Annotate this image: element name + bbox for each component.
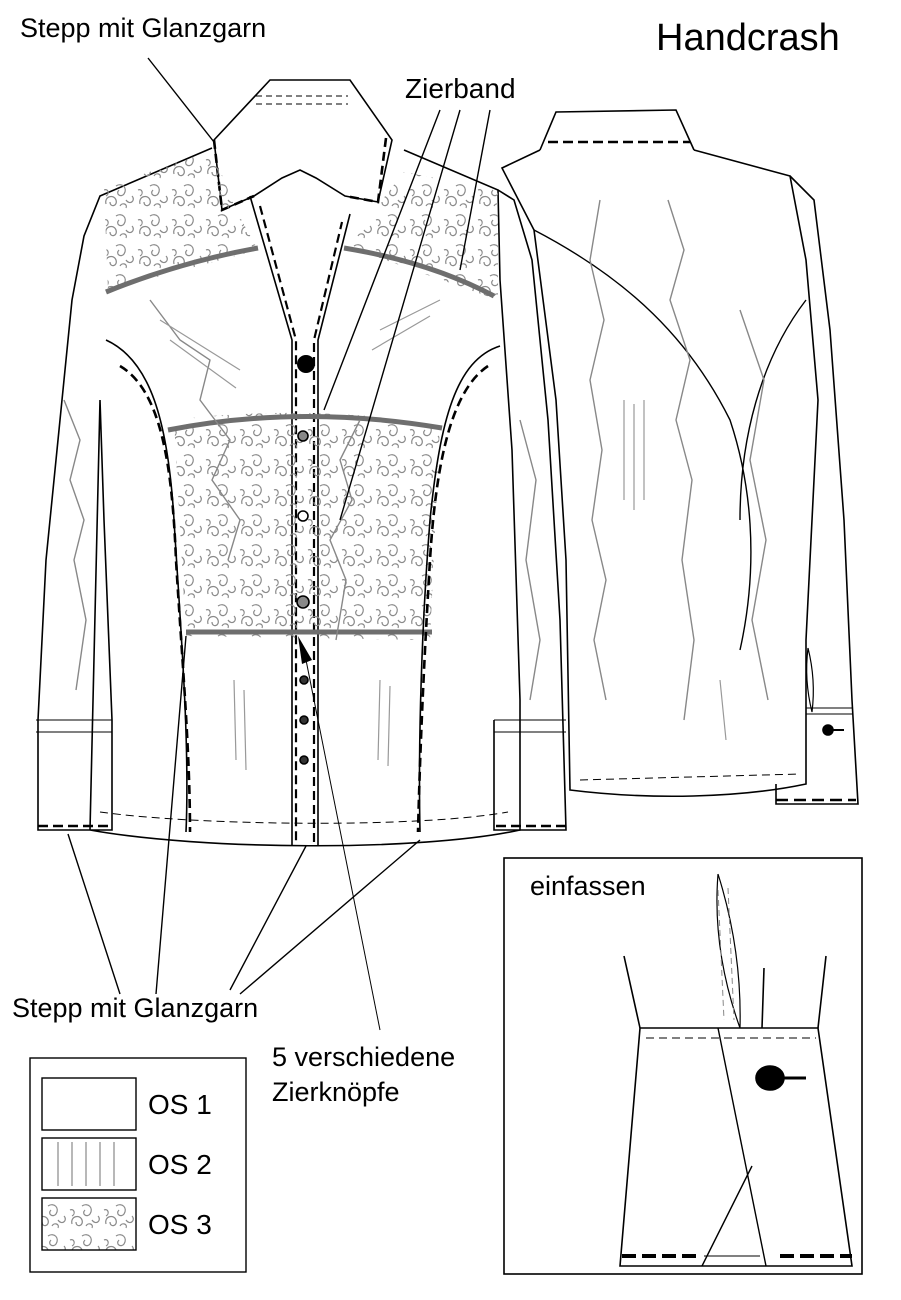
front-body-outline <box>37 147 521 847</box>
legend-swatch-os1 <box>41 1077 137 1131</box>
binding-label: einfassen <box>530 871 646 901</box>
button-5b <box>299 715 309 725</box>
button-5a <box>299 675 309 685</box>
front-collar <box>213 79 393 212</box>
legend-label-os3: OS 3 <box>148 1209 212 1240</box>
topstitch-label-top: Stepp mit Glanzgarn <box>20 13 267 43</box>
legend-frame <box>29 1057 247 1273</box>
button-1 <box>297 355 315 373</box>
ribbon-label: Zierband <box>405 73 516 104</box>
yoke-ribbon-left <box>105 245 259 295</box>
legend-swatch-os2 <box>41 1137 137 1191</box>
callout-lines <box>67 57 491 1031</box>
back-body-outline <box>500 149 819 798</box>
detail-frame <box>503 857 863 1275</box>
back-view <box>500 109 859 805</box>
button-4 <box>296 595 310 609</box>
legend <box>29 1057 247 1273</box>
buttons-label-line1: 5 verschiedene <box>272 1042 456 1072</box>
waist-ribbon-top <box>167 413 443 433</box>
button-5c <box>299 755 309 765</box>
binding-detail <box>503 857 863 1275</box>
legend-label-os1: OS 1 <box>148 1089 212 1120</box>
waist-panel <box>174 412 440 640</box>
page-title: Handcrash <box>656 17 840 59</box>
front-view <box>36 79 567 847</box>
topstitch-label-bottom: Stepp mit Glanzgarn <box>12 993 259 1023</box>
front-placket <box>249 195 351 846</box>
buttons-label-line2: Zierknöpfe <box>272 1076 400 1107</box>
button-3 <box>297 510 309 522</box>
legend-label-os2: OS 2 <box>148 1149 212 1180</box>
legend-swatch-os3 <box>41 1197 137 1251</box>
button-2 <box>297 430 309 442</box>
yoke-ribbon-right <box>343 245 496 299</box>
buttons-label: 5 verschiedene Zierknöpfe <box>272 1040 455 1109</box>
